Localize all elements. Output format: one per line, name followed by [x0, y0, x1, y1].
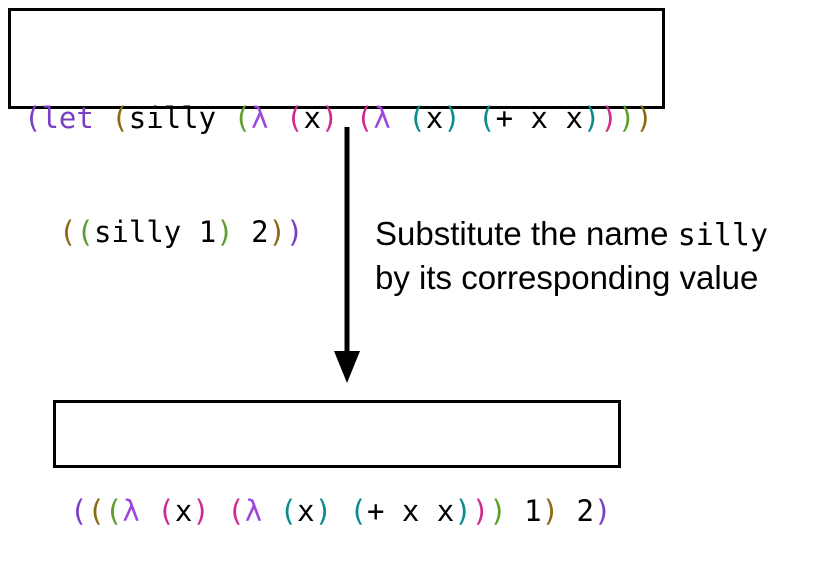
close-paren: ) [541, 494, 560, 528]
caption-line-1-text: Substitute the name [375, 215, 678, 252]
code-token: silly [128, 101, 217, 135]
open-paren: ( [111, 101, 129, 135]
open-paren: ( [233, 101, 252, 135]
close-paren: ) [635, 101, 653, 135]
open-paren: ( [408, 101, 426, 135]
code-token: 1 [506, 494, 542, 528]
close-paren: ) [617, 101, 636, 135]
arrow-head [334, 351, 360, 383]
close-paren: ) [268, 215, 287, 249]
open-paren: ( [355, 101, 374, 135]
open-paren: ( [349, 494, 367, 528]
substituted-expression-box: (((λ (x) (λ (x) (+ x x))) 1) 2) [53, 400, 621, 528]
close-paren: ) [286, 215, 304, 249]
close-paren: ) [320, 101, 339, 135]
open-paren: ( [87, 494, 105, 528]
close-paren: ) [594, 494, 612, 528]
code-token: x [425, 101, 444, 135]
close-paren: ) [471, 494, 490, 528]
close-paren: ) [216, 215, 234, 249]
open-paren: ( [70, 494, 88, 528]
open-paren: ( [478, 101, 496, 135]
close-paren: ) [489, 494, 507, 528]
caption-line-1: Substitute the name silly [375, 213, 768, 257]
open-paren: ( [157, 494, 175, 528]
code-token [262, 494, 279, 528]
code-token [140, 494, 157, 528]
open-paren: ( [285, 101, 304, 135]
code-line-1: (let (silly (λ (x) (λ (x) (+ x x)))) [24, 99, 662, 137]
code-token: silly 1 [93, 215, 217, 249]
code-token [391, 101, 408, 135]
code-token: λ [122, 494, 140, 528]
close-paren: ) [600, 101, 618, 135]
code-line-2: ((silly 1) 2)) [24, 213, 662, 251]
close-paren: ) [192, 494, 210, 528]
open-paren: ( [59, 215, 77, 249]
code-token: x [174, 494, 193, 528]
code-token: 2 [559, 494, 594, 528]
code-token [216, 101, 233, 135]
code-token [461, 101, 478, 135]
code-token [332, 494, 349, 528]
caption-code-silly: silly [677, 218, 769, 253]
open-paren: ( [227, 494, 245, 528]
code-line-2-tokens: ((silly 1) 2)) [59, 215, 303, 249]
close-paren: ) [454, 494, 472, 528]
code-token [94, 101, 111, 135]
caption-line-2: by its corresponding value [375, 259, 759, 296]
code-token [210, 494, 227, 528]
close-paren: ) [443, 101, 461, 135]
code-token: let [41, 101, 94, 135]
close-paren: ) [314, 494, 333, 528]
open-paren: ( [104, 494, 123, 528]
code-token: x [297, 494, 315, 528]
code-line-result: (((λ (x) (λ (x) (+ x x))) 1) 2) [70, 492, 618, 530]
code-token: + x x [495, 101, 583, 135]
open-paren: ( [24, 101, 42, 135]
down-arrow-icon [334, 127, 360, 383]
code-token: λ [251, 101, 269, 135]
code-token: λ [244, 494, 263, 528]
code-token: 2 [233, 215, 269, 249]
let-expression-box: (let (silly (λ (x) (λ (x) (+ x x)))) ((s… [8, 8, 665, 249]
close-paren: ) [582, 101, 601, 135]
code-token: x [303, 101, 321, 135]
open-paren: ( [76, 215, 94, 249]
open-paren: ( [279, 494, 298, 528]
code-token: + x x [366, 494, 455, 528]
substitution-caption: Substitute the name silly by its corresp… [375, 213, 768, 299]
code-token [269, 101, 286, 135]
code-token: λ [373, 101, 391, 135]
